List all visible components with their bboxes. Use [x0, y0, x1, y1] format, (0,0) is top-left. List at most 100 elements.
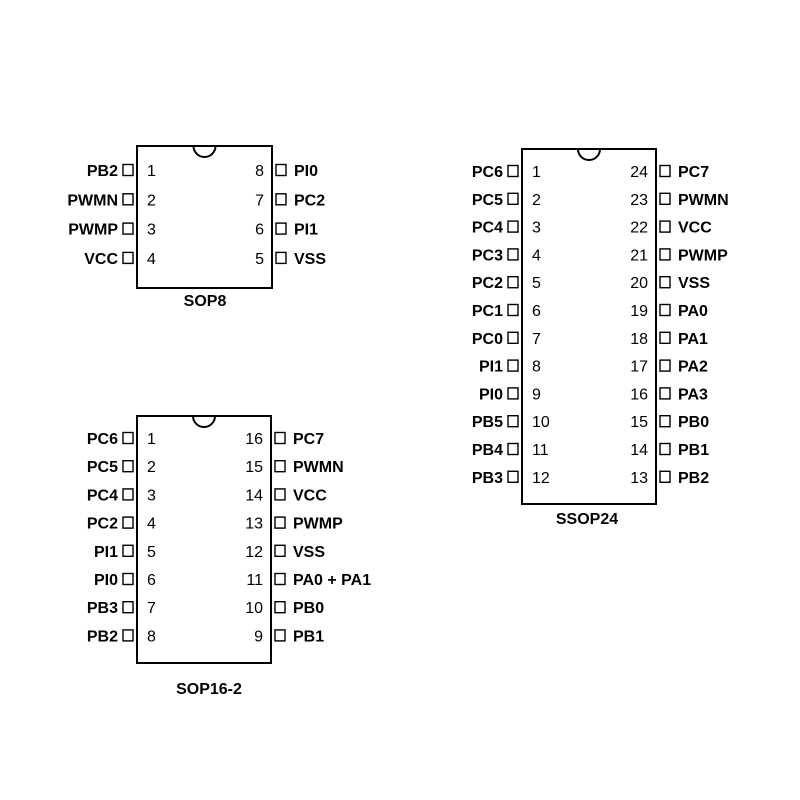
pin-pad — [122, 629, 134, 642]
pin-signal: PC2 — [294, 192, 325, 209]
pin-signal: PC0 — [472, 331, 503, 348]
package-body — [136, 415, 272, 664]
pin-signal: PA3 — [678, 386, 708, 403]
pin-signal: VCC — [678, 220, 712, 237]
pin-signal: PWMN — [67, 192, 118, 209]
pin-signal: VSS — [293, 544, 325, 561]
pin-signal: PWMP — [678, 247, 728, 264]
pin-number: 4 — [147, 251, 156, 268]
pin-signal: VSS — [678, 275, 710, 292]
pin-signal: PA1 — [678, 331, 708, 348]
pin-signal: VCC — [293, 487, 327, 504]
pin-pad — [122, 516, 134, 529]
pin-pad — [507, 303, 519, 317]
pin-number: 7 — [147, 600, 156, 617]
pin-signal: PB2 — [678, 470, 709, 487]
sop16-2-package: SOP16-21PC62PC53PC44PC25PI16PI07PB38PB21… — [87, 415, 371, 698]
pin-signal: VCC — [84, 251, 118, 268]
pin-number: 21 — [630, 247, 648, 264]
pin-pad — [122, 431, 134, 445]
pin-signal: PC6 — [87, 431, 118, 448]
ssop24-package: SSOP241PC62PC53PC44PC35PC26PC17PC08PI19P… — [472, 148, 729, 528]
pin-signal: PC2 — [87, 516, 118, 533]
pin-signal: PB2 — [87, 163, 118, 180]
pin-pad — [122, 222, 134, 235]
pin-pad — [659, 220, 671, 233]
pin-right-16: 16 PA3 — [630, 386, 708, 403]
pin-number: 11 — [532, 442, 549, 459]
pin-number: 13 — [245, 516, 263, 533]
pin-number: 12 — [245, 544, 263, 561]
pin-signal: PI1 — [294, 222, 318, 239]
pin-pad — [274, 460, 286, 473]
package-name: SSOP24 — [556, 511, 618, 528]
pin-signal: PWMP — [68, 222, 118, 239]
pin-number: 4 — [147, 516, 156, 533]
pin-pad — [274, 516, 286, 529]
package-body — [136, 145, 273, 289]
pin-pad — [659, 192, 671, 206]
pin-number: 16 — [630, 386, 648, 403]
package-name: SOP16-2 — [176, 681, 242, 698]
pin-number: 4 — [532, 247, 541, 264]
pin-pad — [122, 488, 134, 501]
pin-pad — [274, 572, 286, 586]
pin-number: 24 — [630, 164, 648, 181]
orientation-notch — [192, 145, 217, 158]
pin-pad — [122, 572, 134, 586]
pin-number: 15 — [630, 414, 648, 431]
pin-left-5: 5 PI1 — [94, 544, 156, 561]
pin-pad — [275, 193, 287, 206]
pin-pad — [122, 601, 134, 614]
pin-pad — [659, 359, 671, 372]
pin-number: 10 — [532, 414, 550, 431]
pin-right-21: 21 PWMP — [630, 247, 728, 264]
pin-pad — [507, 248, 519, 261]
pin-signal: PI1 — [94, 544, 118, 561]
pin-number: 5 — [147, 544, 156, 561]
pin-pad — [507, 442, 519, 456]
pin-pad — [659, 248, 671, 261]
pin-number: 1 — [147, 163, 156, 180]
pin-number: 2 — [147, 192, 156, 209]
pin-pad — [122, 163, 134, 177]
pin-number: 8 — [147, 628, 156, 645]
pin-signal: PA2 — [678, 359, 708, 376]
orientation-notch — [191, 415, 217, 428]
pin-number: 22 — [630, 220, 648, 237]
pin-signal: PI1 — [479, 359, 503, 376]
pin-pad — [275, 251, 287, 265]
pin-pad — [659, 303, 671, 317]
pin-signal: PB3 — [472, 470, 503, 487]
pin-signal: PC7 — [678, 164, 709, 181]
pin-signal: PC2 — [472, 275, 503, 292]
pin-signal: PB5 — [472, 414, 503, 431]
pin-number: 17 — [630, 359, 648, 376]
pin-pad — [275, 222, 287, 235]
pin-pad — [507, 164, 519, 178]
pin-number: 3 — [147, 222, 156, 239]
pin-left-2: 2 PWMN — [67, 192, 156, 209]
pin-pad — [274, 629, 286, 642]
